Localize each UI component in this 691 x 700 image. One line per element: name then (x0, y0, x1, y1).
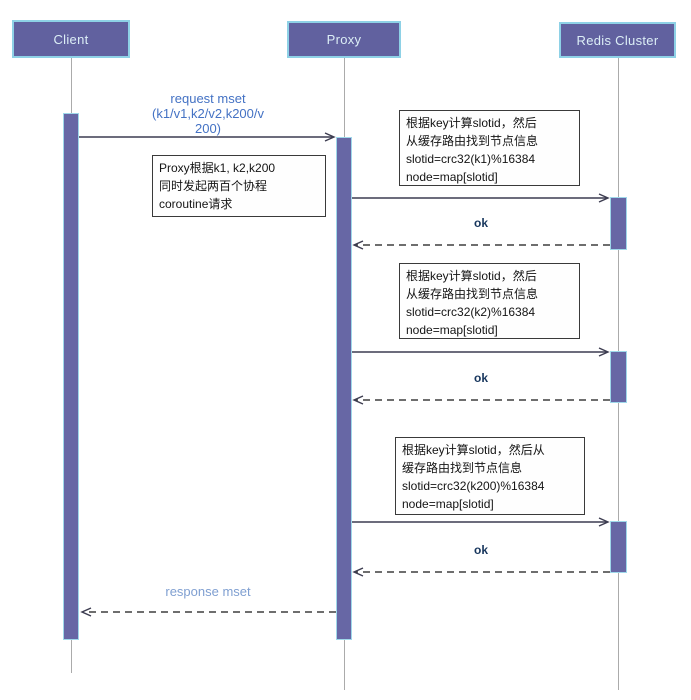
redis-activation-bar-1 (610, 197, 627, 250)
request-line-3: 200) (194, 121, 222, 136)
note-k200-line-3: slotid=crc32(k200)%16384 (402, 479, 545, 493)
note-k2-line-2: 从缓存路由找到节点信息 (406, 287, 539, 301)
actor-proxy-label: Proxy (326, 32, 362, 47)
request-line-2: (k1/v1,k2/v2,k200/v (152, 106, 264, 121)
actor-client-label: Client (53, 31, 89, 47)
note-k1-line-3: slotid=crc32(k1)%16384 (406, 152, 536, 166)
note-k200-line-4: node=map[slotid] (402, 497, 494, 511)
actor-redis-cluster-label: Redis Cluster (576, 32, 659, 48)
request-line-1: request mset (170, 91, 246, 106)
note-k2-line-3: slotid=crc32(k2)%16384 (406, 305, 536, 319)
note-k200-line-2: 缓存路由找到节点信息 (402, 461, 523, 475)
proxy-activation-bar (336, 137, 352, 640)
actor-proxy: Proxy (287, 21, 401, 58)
note-slotid-k1: 根据key计算slotid，然后 从缓存路由找到节点信息 slotid=crc3… (399, 110, 580, 186)
note-proxy-line-1: Proxy根据k1, k2,k200 (159, 161, 276, 175)
note-proxy-coroutine: Proxy根据k1, k2,k200 同时发起两百个协程 coroutine请求 (152, 155, 326, 217)
ok-label-2: ok (473, 371, 488, 385)
ok-label-1: ok (473, 216, 488, 230)
actor-redis-cluster: Redis Cluster (559, 22, 676, 58)
response-mset-label: response mset (165, 584, 251, 599)
note-k1-line-4: node=map[slotid] (406, 170, 498, 184)
note-k2-line-1: 根据key计算slotid，然后 (406, 269, 537, 283)
note-proxy-line-3: coroutine请求 (159, 197, 233, 211)
actor-client: Client (12, 20, 130, 58)
client-activation-bar (63, 113, 79, 640)
redis-activation-bar-2 (610, 351, 627, 403)
note-k1-line-1: 根据key计算slotid，然后 (406, 116, 537, 130)
ok-label-3: ok (473, 543, 488, 557)
redis-activation-bar-3 (610, 521, 627, 573)
note-proxy-line-2: 同时发起两百个协程 (159, 179, 268, 193)
note-slotid-k200: 根据key计算slotid，然后从 缓存路由找到节点信息 slotid=crc3… (395, 437, 585, 515)
note-k200-line-1: 根据key计算slotid，然后从 (402, 443, 545, 457)
request-mset-label: request mset (k1/v1,k2/v2,k200/v 200) (118, 91, 298, 136)
note-k1-line-2: 从缓存路由找到节点信息 (406, 134, 539, 148)
note-k2-line-4: node=map[slotid] (406, 323, 498, 337)
note-slotid-k2: 根据key计算slotid，然后 从缓存路由找到节点信息 slotid=crc3… (399, 263, 580, 339)
